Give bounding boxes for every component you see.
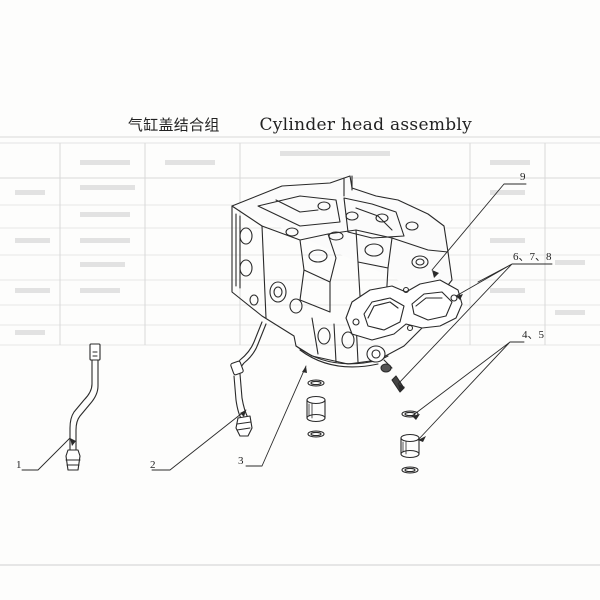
part-2-oil-pipe	[230, 321, 267, 437]
part-3-sleeve	[306, 379, 326, 438]
leader-4-5	[411, 341, 525, 441]
cylinder-head-body	[231, 175, 453, 368]
leader-3	[245, 365, 307, 467]
part-1-bent-pipe	[65, 343, 101, 471]
leader-lines	[21, 183, 553, 471]
callout-label-6-7-8: 6、7、8	[513, 251, 552, 263]
callout-label-3: 3	[238, 455, 244, 467]
title-chinese: 气缸盖结合组	[127, 116, 220, 134]
leader-2	[151, 409, 247, 471]
callout-label-4-5: 4、5	[522, 329, 544, 341]
callout-label-9: 9	[520, 171, 526, 183]
drawing-title: 气缸盖结合组 Cylinder head assembly	[0, 114, 600, 135]
callout-label-2: 2	[150, 459, 156, 471]
part-4-5-sleeve	[400, 410, 420, 474]
title-english: Cylinder head assembly	[259, 115, 473, 135]
leader-9	[431, 183, 527, 271]
callout-label-1: 1	[16, 459, 22, 471]
leader-6-7-8	[397, 263, 553, 385]
leader-arrowheads	[70, 270, 463, 446]
manifold-flange	[345, 279, 463, 341]
leader-1	[21, 437, 71, 471]
